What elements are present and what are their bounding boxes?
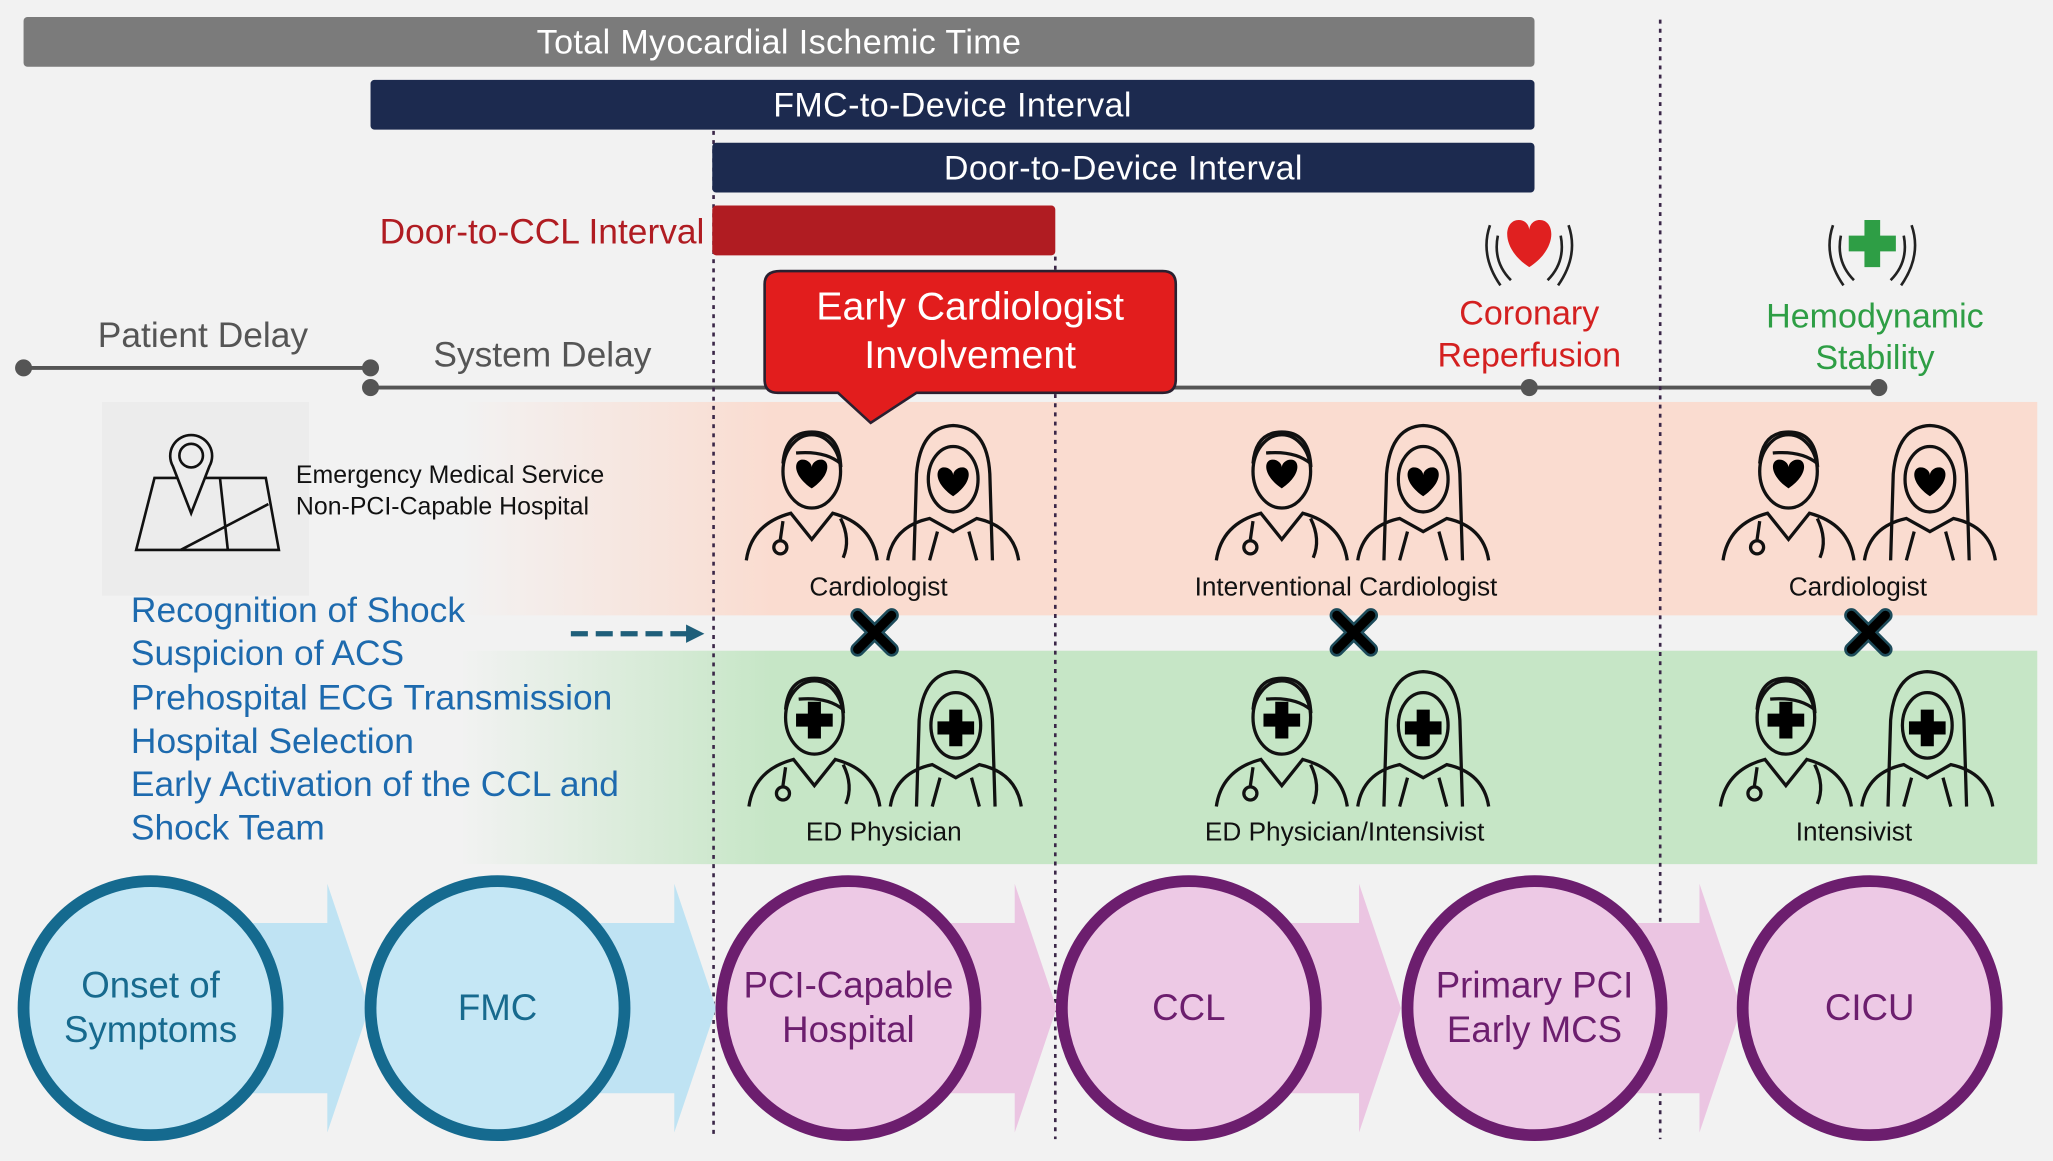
stage-label-fmc: FMC xyxy=(458,986,537,1031)
stage-circle-cicu xyxy=(1736,875,2003,1142)
fmc-to-device-bar: FMC-to-Device Interval xyxy=(370,79,1535,130)
non-pci-hospital-label: Non-PCI-Capable Hospital xyxy=(295,493,590,522)
hands-heart-icon xyxy=(1485,219,1574,287)
system-delay-label: System Delay xyxy=(433,335,652,375)
total-ischemic-time-bar: Total Myocardial Ischemic Time xyxy=(23,17,1535,67)
stage-line-1: CICU xyxy=(1824,987,1915,1028)
callout-line-1: Early Cardiologist xyxy=(816,285,1125,329)
emergency-band xyxy=(458,650,2038,865)
stage-circle-ccl xyxy=(1055,875,1322,1142)
role-label-cardiologist: Cardiologist xyxy=(809,573,948,603)
stage-label-cicu: CICU xyxy=(1825,986,1915,1031)
ems-label: Emergency Medical Service xyxy=(295,462,605,490)
stage-line-2: Hospital xyxy=(782,1009,915,1051)
action-item: Suspicion of ACS xyxy=(130,634,405,674)
reperfusion-line-2: Reperfusion xyxy=(1437,335,1622,375)
action-item: Prehospital ECG Transmission xyxy=(130,677,613,717)
action-item: Shock Team xyxy=(130,808,325,848)
action-item: Recognition of Shock xyxy=(130,590,466,630)
stability-line-1: Hemodynamic xyxy=(1766,295,1984,336)
map-icon-box xyxy=(102,401,309,596)
door-to-ccl-bar xyxy=(712,205,1056,256)
stage-line-1: FMC xyxy=(457,987,538,1028)
action-item: Hospital Selection xyxy=(130,721,414,761)
stage-line-1: Onset of xyxy=(81,964,220,1006)
map-pin-icon xyxy=(134,433,281,552)
role-label-cardiologist-cicu: Cardiologist xyxy=(1788,573,1928,603)
callout-line-2: Involvement xyxy=(864,333,1077,378)
patient-delay-line xyxy=(15,359,380,377)
role-label-intensivist: Intensivist xyxy=(1795,818,1913,848)
role-label-ed-physician: ED Physician xyxy=(805,818,962,848)
stage-circle-primary-pci xyxy=(1401,875,1668,1142)
dashed-arrow-icon xyxy=(570,624,705,643)
stage-line-1: CCL xyxy=(1152,987,1226,1028)
coronary-reperfusion-label: Coronary Reperfusion xyxy=(1437,292,1621,376)
prehospital-settings: Emergency Medical Service Non-PCI-Capabl… xyxy=(296,461,604,524)
door-to-device-bar: Door-to-Device Interval xyxy=(712,142,1535,193)
stage-label-ccl: CCL xyxy=(1152,986,1225,1031)
stage-line-2: Early MCS xyxy=(1446,1009,1623,1051)
hemodynamic-stability-label: Hemodynamic Stability xyxy=(1766,295,1984,379)
patient-delay-label: Patient Delay xyxy=(97,315,309,355)
action-item: Early Activation of the CCL and xyxy=(130,764,619,805)
stability-line-2: Stability xyxy=(1815,337,1935,378)
role-label-ed-intensivist: ED Physician/Intensivist xyxy=(1204,818,1485,848)
reperfusion-line-1: Coronary xyxy=(1459,293,1600,333)
early-cardiologist-callout xyxy=(763,269,1178,425)
stage-line-2: Symptoms xyxy=(63,1009,238,1051)
door-to-ccl-label: Door-to-CCL Interval xyxy=(379,212,705,252)
stage-line-1: PCI-Capable xyxy=(743,964,954,1006)
stage-circle-pci-hospital xyxy=(715,875,982,1142)
callout-text: Early Cardiologist Involvement xyxy=(816,283,1124,380)
stage-circle-fmc xyxy=(364,875,631,1142)
hands-cross-icon xyxy=(1828,219,1917,287)
role-label-interventional-cardiologist: Interventional Cardiologist xyxy=(1194,573,1498,603)
stage-line-1: Primary PCI xyxy=(1435,964,1634,1006)
stage-circle-onset xyxy=(17,875,284,1142)
collaboration-x-icons xyxy=(850,608,1893,657)
prehospital-actions-list: Recognition of Shock Suspicion of ACS Pr… xyxy=(131,589,619,851)
